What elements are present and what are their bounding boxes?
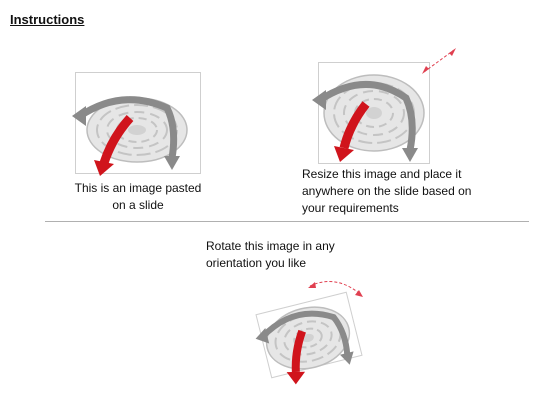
grey-curved-arrow — [312, 81, 418, 162]
maze-with-arrows-icon[interactable] — [252, 290, 364, 390]
step2-caption-line1: Resize this image and place it — [302, 167, 462, 181]
maze-with-arrows-icon[interactable] — [306, 58, 436, 168]
step1-caption: This is an image pasted on a slide — [58, 180, 218, 214]
maze-disc — [265, 306, 351, 370]
red-curved-arrow — [94, 114, 134, 176]
maze-with-arrows-icon[interactable] — [72, 68, 202, 178]
instructions-heading: Instructions — [10, 12, 85, 27]
step2-caption-line2: anywhere on the slide based on — [302, 184, 472, 198]
grey-curved-arrow — [255, 310, 354, 365]
step3-caption-line2: orientation you like — [206, 256, 307, 270]
step1-caption-line1: This is an image pasted — [74, 181, 202, 195]
section-divider — [45, 221, 529, 222]
step3-caption: Rotate this image in any orientation you… — [206, 238, 376, 272]
step1-caption-line2: on a slide — [112, 198, 164, 212]
curved-rotate-arrow-icon[interactable] — [306, 278, 366, 300]
step2-caption: Resize this image and place it anywhere … — [302, 166, 502, 217]
diagonal-resize-arrow-icon[interactable] — [420, 46, 460, 76]
red-curved-arrow — [286, 329, 306, 385]
grey-curved-arrow — [72, 96, 180, 170]
step3-caption-line1: Rotate this image in any — [206, 239, 335, 253]
step2-caption-line3: your requirements — [302, 201, 399, 215]
red-curved-arrow — [334, 101, 370, 162]
